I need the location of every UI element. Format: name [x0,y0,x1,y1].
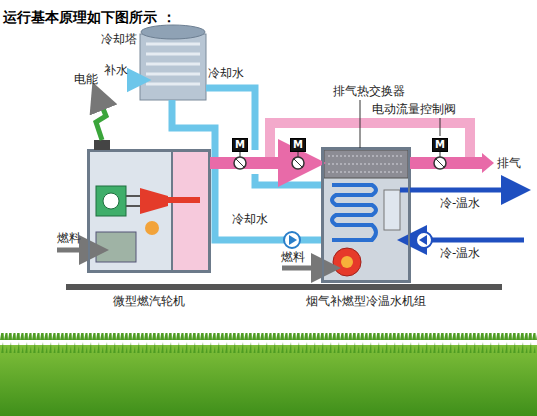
node-text: M [435,139,445,151]
callout-label: 电动流量控制阀 [372,102,456,116]
valve-motor: M [432,138,448,152]
callout-label: 冷却水 [232,212,268,226]
callout-label: 燃料 [57,231,81,245]
turbine-housing: 微型燃汽轮机 [88,150,210,272]
node-text: 微型燃汽轮机 [113,294,185,308]
chiller-unit: 烟气补燃型冷温水机组 [322,148,410,282]
node-text: 烟气补燃型冷温水机组 [306,294,426,308]
node-text: M [293,139,303,151]
callout-label: 冷-温水 [440,196,480,210]
callout-label: 冷-温水 [440,246,480,260]
node-text: M [235,139,245,151]
valve-motor: M [232,138,248,152]
callout-label: 冷却塔 [101,32,137,46]
callout-label: 燃料 [281,250,305,264]
callout-label: 冷却水 [208,66,244,80]
callout-label: 排气热交换器 [333,84,405,98]
title: 运行基本原理如下图所示 ： [3,9,176,27]
callout-label: 补水 [104,63,128,77]
valve-motor: M [290,138,306,152]
callout-label: 电能 [74,72,98,86]
callout-label: 排气 [497,156,521,170]
